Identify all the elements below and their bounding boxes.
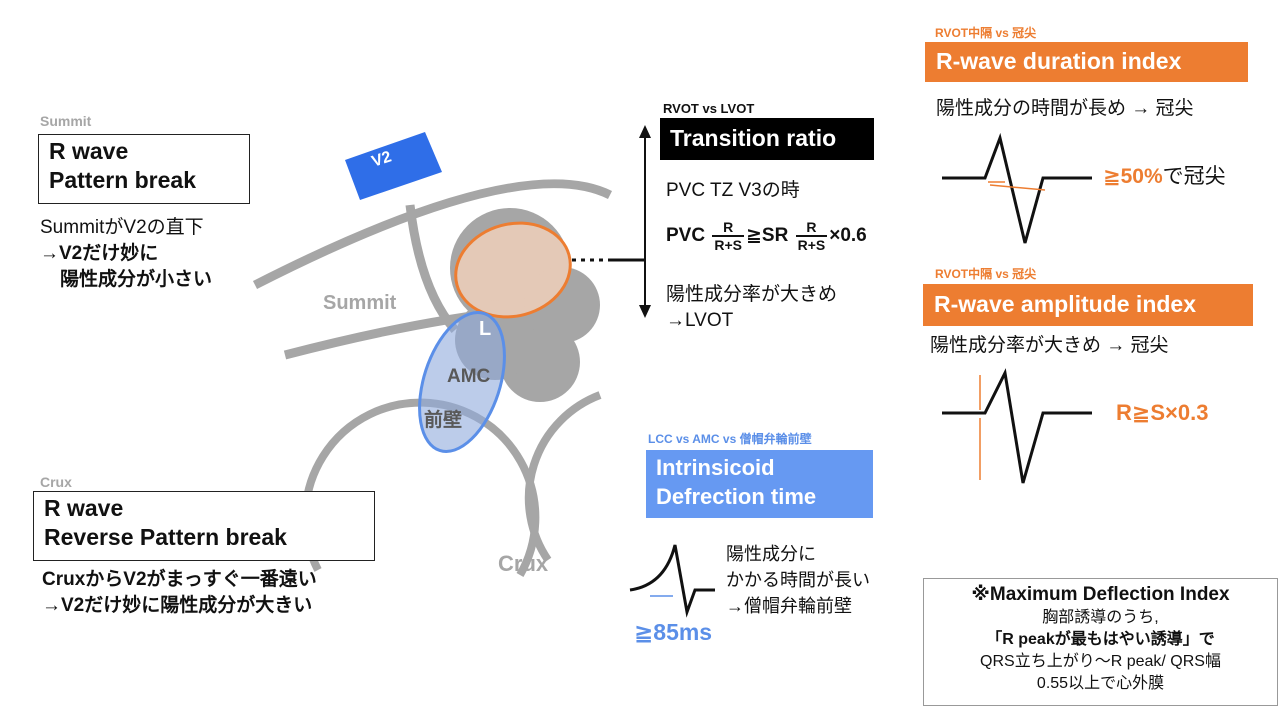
formula-pvc: PVC: [666, 225, 706, 247]
mdi-line4: 0.55以上で心外膜: [1036, 675, 1165, 692]
amc-ellipse: [418, 311, 506, 453]
summit-desc-line1: SummitがV2の直下: [40, 217, 204, 238]
amplitude-small-label: RVOT中隔 vs 冠尖: [935, 267, 1037, 281]
duration-threshold-suffix: で冠尖: [1162, 165, 1226, 188]
summit-inner-band: [405, 204, 459, 333]
summit-box: R wave Pattern break: [38, 134, 250, 204]
summit-desc: SummitがV2の直下 →V2だけ妙に 陽性成分が小さい: [40, 215, 212, 293]
transition-formula: PVC R R+S ≧SR R R+S ×0.6: [666, 219, 867, 253]
transition-result: 陽性成分率が大きめ →LVOT: [666, 282, 837, 334]
formula-fraction-sr: R R+S: [795, 219, 828, 253]
transition-line1: PVC TZ V3の時: [666, 180, 800, 201]
duration-threshold-value: ≧50%: [1103, 165, 1163, 188]
formula-ge-sr: ≧SR: [745, 225, 789, 247]
v2-electrode: [345, 132, 442, 200]
crux-diagram-label: Crux: [498, 551, 549, 576]
summit-box-line1: R wave: [49, 138, 129, 164]
duration-desc: 陽性成分の時間が長め → 冠尖: [936, 98, 1194, 119]
ecg-amplitude: [942, 368, 1092, 484]
crux-box: R wave Reverse Pattern break: [33, 491, 375, 561]
crux-small-label: Crux: [40, 474, 72, 490]
right-valve-ring: [524, 391, 602, 563]
transition-line3: 陽性成分率が大きめ: [666, 284, 838, 305]
arrow-head-down: [639, 305, 651, 318]
intrinsicoid-threshold: ≧85ms: [634, 619, 713, 645]
duration-small-label: RVOT中隔 vs 冠尖: [935, 26, 1037, 40]
mdi-line3: QRS立ち上がり～R peak/ QRS幅: [980, 653, 1221, 670]
crux-box-line1: R wave: [44, 495, 124, 521]
duration-title: R-wave duration index: [925, 42, 1248, 82]
transition-title: Transition ratio: [660, 118, 874, 160]
intrinsicoid-desc: 陽性成分に かかる時間が長い →僧帽弁輪前壁: [726, 541, 870, 619]
anterior-wall-label: 前壁: [424, 410, 463, 431]
crux-desc-line1: CruxからV2がまっすぐ一番遠い: [42, 569, 317, 590]
formula-fraction-pvc: R R+S: [712, 219, 744, 253]
intrinsicoid-title-line1: Intrinsicoid: [656, 455, 775, 480]
amplitude-desc: 陽性成分率が大きめ → 冠尖: [930, 335, 1169, 356]
mdi-line2: 「R peakが最もはやい誘導」で: [986, 631, 1215, 648]
intrinsicoid-title: Intrinsicoid Defrection time: [646, 450, 873, 518]
summit-box-line2: Pattern break: [49, 167, 197, 193]
intrinsicoid-desc-line2: かかる時間が長い: [726, 570, 870, 590]
duration-threshold: ≧50%で冠尖: [1103, 160, 1226, 190]
amplitude-threshold: R≧S×0.3: [1116, 400, 1209, 425]
mdi-box: ※Maximum Deflection Index 胸部誘導のうち, 「R pe…: [923, 578, 1278, 706]
amc-label: AMC: [447, 366, 491, 387]
l-label: L: [479, 318, 492, 340]
intrinsicoid-desc-line1: 陽性成分に: [726, 544, 816, 564]
summit-arc: [252, 179, 613, 290]
ecg-intrinsicoid: [629, 544, 715, 618]
lcc-ellipse: [454, 221, 572, 319]
mdi-line1: 胸部誘導のうち,: [1042, 609, 1159, 626]
ecg-duration: [942, 132, 1092, 244]
summit-desc-line3: 陽性成分が小さい: [60, 269, 213, 290]
summit-diagram-label: Summit: [323, 292, 397, 314]
crux-box-line2: Reverse Pattern break: [44, 524, 287, 550]
formula-times: ×0.6: [829, 225, 867, 247]
arrow-head-up: [639, 125, 651, 138]
mdi-title: ※Maximum Deflection Index: [971, 584, 1230, 605]
duration-arrows: [988, 181, 1046, 191]
amplitude-title: R-wave amplitude index: [923, 284, 1253, 326]
summit-desc-line2: →V2だけ妙に: [40, 243, 159, 264]
intrinsicoid-title-line2: Defrection time: [656, 484, 817, 509]
crux-desc-line2: →V2だけ妙に陽性成分が大きい: [42, 595, 313, 616]
transition-small-label: RVOT vs LVOT: [663, 101, 755, 116]
transition-line4: →LVOT: [666, 310, 734, 331]
intrinsicoid-small-label: LCC vs AMC vs 僧帽弁輪前壁: [648, 432, 812, 446]
intrinsicoid-desc-line3: →僧帽弁輪前壁: [726, 596, 852, 616]
summit-small-label: Summit: [40, 113, 92, 129]
crux-desc: CruxからV2がまっすぐ一番遠い →V2だけ妙に陽性成分が大きい: [42, 567, 317, 619]
